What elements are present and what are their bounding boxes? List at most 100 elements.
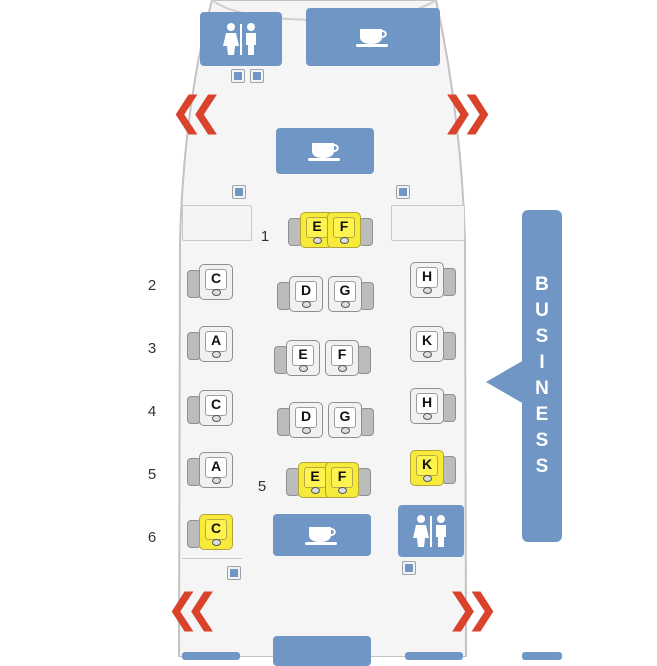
overhead-bin-icon [227,566,241,580]
exit-arrow-icon: ❮❮ [170,90,223,134]
seat-3F[interactable]: F [323,340,371,376]
row-number: 5 [147,466,157,483]
seat-3E[interactable]: E [274,340,322,376]
seat-screen-icon [302,427,311,434]
seat-6C[interactable]: C [187,514,235,550]
seat-armrest [360,408,374,436]
divider-line [182,558,242,559]
seat-5F[interactable]: F [323,462,371,498]
next-section-tab [522,652,562,660]
seat-screen-icon [423,475,432,482]
seat-armrest [359,218,373,246]
rear-lavatory [398,505,464,557]
seat-1F[interactable]: F [325,212,373,248]
row-number: 2 [147,277,157,294]
seat-shell: G [328,402,362,438]
lower-panel-right [405,652,463,660]
seat-armrest [357,346,371,374]
seat-5E[interactable]: E [286,462,334,498]
coffee-cup-icon [356,29,388,47]
seat-screen-icon [423,413,432,420]
seat-3A[interactable]: A [187,326,235,362]
seat-shell: K [410,326,444,362]
seat-screen-icon [423,287,432,294]
seat-letter: H [421,268,433,284]
seat-5K[interactable]: K [408,450,456,486]
section-label-letter: S [535,456,549,477]
seat-shell: K [410,450,444,486]
seat-4G[interactable]: G [326,402,374,438]
seat-letter: C [210,270,222,286]
coffee-cup-icon [308,143,340,161]
seat-letter: C [210,396,222,412]
overhead-bin-icon [250,69,264,83]
seat-screen-icon [313,237,322,244]
galley [273,514,371,556]
seat-letter: F [339,218,349,234]
seat-2C[interactable]: C [187,264,235,300]
seat-letter: E [310,468,320,484]
seat-screen-icon [340,237,349,244]
seat-4C[interactable]: C [187,390,235,426]
seat-armrest [357,468,371,496]
seat-letter: K [421,456,433,472]
restroom-icon [413,515,446,547]
seat-letter: E [298,346,308,362]
forward-lavatory [200,12,282,66]
section-label-letter: S [535,326,549,347]
seat-shell: F [325,462,359,498]
seat-letter: G [339,282,351,298]
seat-3K[interactable]: K [408,326,456,362]
seat-letter: H [421,394,433,410]
section-label-letter: S [535,430,549,451]
overhead-bin-icon [396,185,410,199]
seat-shell: D [289,276,323,312]
seat-letter: F [337,346,347,362]
seat-shell: G [328,276,362,312]
seat-armrest [442,394,456,422]
seat-shell: C [199,264,233,300]
seat-letter: C [210,520,222,536]
seat-screen-icon [338,487,347,494]
seat-armrest [360,282,374,310]
seat-shell: H [410,262,444,298]
seat-4H[interactable]: H [408,388,456,424]
seat-shell: H [410,388,444,424]
seat-shell: F [325,340,359,376]
row-number: 1 [260,228,270,245]
seat-4D[interactable]: D [277,402,325,438]
seat-armrest [442,268,456,296]
row-number: 6 [147,529,157,546]
row-number: 3 [147,340,157,357]
section-label-letter: N [535,378,549,399]
section-pointer [486,360,524,404]
restroom-icon [223,23,256,55]
overhead-bin-icon [231,69,245,83]
seat-screen-icon [212,477,221,484]
seat-screen-icon [212,351,221,358]
overhead-bin-icon [232,185,246,199]
seat-2D[interactable]: D [277,276,325,312]
row-number: 5 [257,478,267,495]
seat-screen-icon [423,351,432,358]
seat-letter: K [421,332,433,348]
coffee-cup-icon [305,527,337,545]
seat-shell: E [286,340,320,376]
seat-5A[interactable]: A [187,452,235,488]
side-panel-right [391,205,465,241]
lower-panel-left [182,652,240,660]
seat-2H[interactable]: H [408,262,456,298]
seat-screen-icon [212,415,221,422]
section-label-letter: B [535,274,549,295]
seat-shell: E [298,462,332,498]
galley [273,636,371,666]
row-number: 4 [147,403,157,420]
seat-shell: A [199,326,233,362]
forward-galley [306,8,440,66]
seat-screen-icon [341,301,350,308]
seat-screen-icon [341,427,350,434]
seat-letter: D [300,408,312,424]
seat-2G[interactable]: G [326,276,374,312]
seat-screen-icon [212,539,221,546]
seat-shell: C [199,514,233,550]
